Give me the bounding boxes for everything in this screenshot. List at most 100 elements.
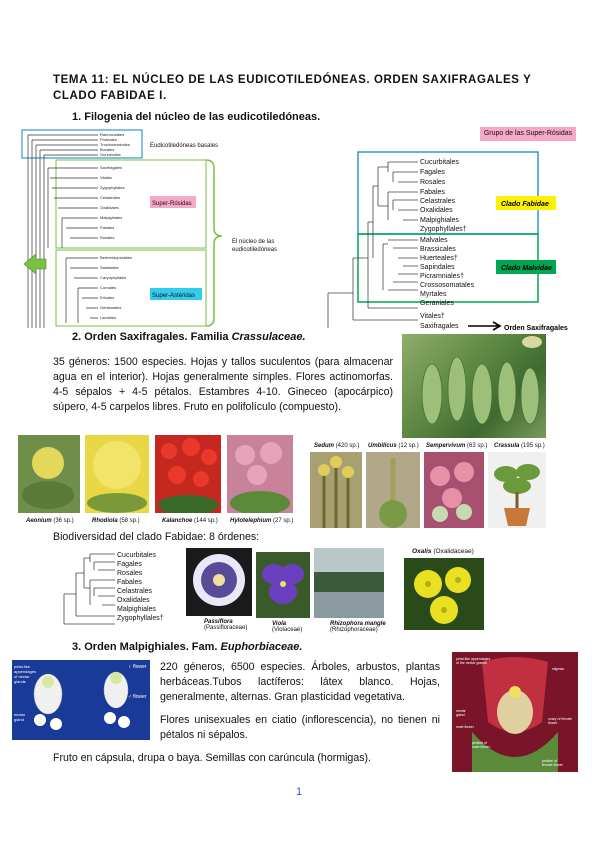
svg-text:Gunnerales: Gunnerales bbox=[100, 152, 121, 157]
caption-kalanchoe: Kalanchoe (144 sp.) bbox=[162, 518, 218, 524]
svg-text:Geraniales: Geraniales bbox=[420, 300, 454, 307]
svg-text:Berberidopsidales: Berberidopsidales bbox=[100, 255, 132, 260]
passiflora-photo bbox=[186, 548, 252, 616]
svg-text:Oxalidales: Oxalidales bbox=[420, 207, 453, 214]
caption-viola: Viola(Violaceae) bbox=[272, 621, 303, 633]
svg-text:Celastrales: Celastrales bbox=[100, 195, 120, 200]
viola-photo bbox=[256, 552, 310, 618]
svg-text:Sapindales: Sapindales bbox=[420, 264, 455, 271]
svg-text:gland: gland bbox=[456, 713, 465, 717]
svg-text:petal-like: petal-like bbox=[14, 664, 31, 669]
orden-saxifragales-label: Orden Saxifragales bbox=[504, 325, 568, 332]
euphorbiaceae-p1: 220 géneros, 6500 especies. Árboles, arb… bbox=[160, 661, 440, 703]
svg-text:Cucurbitales: Cucurbitales bbox=[420, 159, 459, 166]
svg-text:Fabales: Fabales bbox=[100, 225, 114, 230]
svg-text:Malpighiales: Malpighiales bbox=[420, 217, 459, 224]
label-super-rosidas: Super-Rósidas bbox=[152, 201, 192, 207]
svg-text:♀ flower: ♀ flower bbox=[128, 664, 147, 670]
kalanchoe-photo bbox=[155, 435, 221, 513]
svg-text:Rosales: Rosales bbox=[117, 570, 143, 577]
svg-text:Rosales: Rosales bbox=[420, 179, 446, 186]
svg-text:Proteales: Proteales bbox=[100, 137, 117, 142]
fabidae-biodiversity-line: Biodiversidad del clado Fabidae: 8 órden… bbox=[53, 531, 260, 543]
svg-text:Zygophyllales†: Zygophyllales† bbox=[117, 615, 164, 622]
svg-text:Gentianales: Gentianales bbox=[100, 305, 121, 310]
section-1-heading: 1. Filogenia del núcleo de las eudicotil… bbox=[72, 111, 321, 123]
svg-text:Saxifragales: Saxifragales bbox=[100, 165, 122, 170]
caption-aeonium: Aeonium (36 sp.) bbox=[26, 518, 74, 524]
svg-text:Fagales: Fagales bbox=[117, 561, 142, 568]
caption-sedum: Sedum (420 sp.) bbox=[314, 443, 360, 449]
svg-text:Cornales: Cornales bbox=[100, 285, 116, 290]
caption-crassula: Crassula (195 sp.) bbox=[494, 443, 545, 449]
left-phylogeny-tree: RanunculalesProtealesTrochodendralesBuxa… bbox=[21, 129, 223, 328]
svg-text:flower: flower bbox=[548, 721, 558, 725]
svg-text:Fabales: Fabales bbox=[420, 189, 445, 196]
caption-passiflora: Passiflora(Passifloraceae) bbox=[204, 619, 248, 631]
rhizophora-photo bbox=[314, 548, 384, 618]
svg-text:Brassicales: Brassicales bbox=[420, 246, 456, 253]
svg-text:Lamiales: Lamiales bbox=[100, 315, 116, 320]
umbilicus-photo bbox=[366, 452, 420, 528]
clado-fabidae-label: Clado Fabidae bbox=[501, 201, 549, 208]
svg-text:male flower: male flower bbox=[456, 725, 475, 729]
svg-text:♂ flower: ♂ flower bbox=[128, 694, 147, 700]
svg-text:Oxalidales: Oxalidales bbox=[100, 205, 119, 210]
aeonium-photo bbox=[18, 435, 80, 513]
svg-text:of the nectar glands: of the nectar glands bbox=[456, 661, 487, 665]
euphorbiaceae-p3: Fruto en cápsula, drupa o baya. Semillas… bbox=[53, 752, 371, 764]
label-super-asteridas: Super-Astéridas bbox=[152, 293, 195, 299]
caption-rhizophora: Rhizophora mangle(Rhizophoraceae) bbox=[330, 621, 386, 633]
page-number: 1 bbox=[296, 786, 303, 798]
caption-umbilicus: Umbilicus (12 sp.) bbox=[368, 443, 419, 449]
svg-text:Fabales: Fabales bbox=[117, 579, 142, 586]
super-rosidas-header: Grupo de las Super-Rósidas bbox=[480, 127, 576, 141]
crassulaceae-description: 35 géneros: 1500 especies. Hojas y tallo… bbox=[53, 356, 393, 413]
caption-oxalis: Oxalis (Oxalidaceae) bbox=[412, 548, 474, 555]
sempervivum-photo bbox=[424, 452, 484, 528]
svg-text:Malpighiales: Malpighiales bbox=[117, 606, 156, 613]
page-title: TEMA 11: EL NÚCLEO DE LAS EUDICOTILEDÓNE… bbox=[53, 74, 532, 102]
svg-text:pedicel of: pedicel of bbox=[472, 741, 487, 745]
svg-text:male flower: male flower bbox=[472, 745, 491, 749]
svg-text:nectar: nectar bbox=[456, 709, 467, 713]
svg-text:Ericales: Ericales bbox=[100, 295, 114, 300]
svg-text:Picramniales†: Picramniales† bbox=[420, 273, 464, 280]
caption-hylotelephium: Hylotelephium (27 sp.) bbox=[230, 518, 294, 524]
svg-text:ovary of female: ovary of female bbox=[548, 717, 572, 721]
svg-text:Cucurbitales: Cucurbitales bbox=[117, 552, 156, 559]
svg-text:Huerteales†: Huerteales† bbox=[420, 255, 458, 262]
svg-text:Caryophyllales: Caryophyllales bbox=[100, 275, 126, 280]
svg-text:Crossosomatales: Crossosomatales bbox=[420, 282, 475, 289]
clado-malvidae-label: Clado Malvidae bbox=[501, 265, 552, 272]
svg-text:Celastrales: Celastrales bbox=[420, 198, 456, 205]
svg-text:Buxales: Buxales bbox=[100, 147, 114, 152]
svg-text:Trochodendrales: Trochodendrales bbox=[100, 142, 130, 147]
svg-text:Malvales: Malvales bbox=[420, 237, 448, 244]
oxalis-photo bbox=[404, 558, 484, 630]
svg-text:pedicel of: pedicel of bbox=[542, 759, 557, 763]
svg-text:female flower: female flower bbox=[542, 763, 564, 767]
svg-text:Vitales†: Vitales† bbox=[420, 313, 445, 320]
svg-text:Oxalidales: Oxalidales bbox=[117, 597, 150, 604]
caption-sempervivum: Sempervivum (63 sp.) bbox=[426, 443, 488, 449]
svg-text:stigmas: stigmas bbox=[552, 667, 564, 671]
label-nucleo: El núcleo de las eudicotiledóneas bbox=[232, 239, 278, 253]
hylotelephium-photo bbox=[227, 435, 293, 513]
svg-text:Myrtales: Myrtales bbox=[420, 291, 447, 298]
svg-text:appendages: appendages bbox=[14, 669, 36, 674]
section-3-heading: 3. Orden Malpighiales. Fam. Euphorbiacea… bbox=[72, 641, 303, 653]
svg-text:of nectar: of nectar bbox=[14, 674, 30, 679]
right-phylogeny-tree: Cucurbitales Fagales Rosales Fabales Cel… bbox=[327, 151, 568, 332]
svg-text:Zygophyllales: Zygophyllales bbox=[100, 185, 124, 190]
svg-text:Malpighiales: Malpighiales bbox=[100, 215, 122, 220]
svg-text:glands: glands bbox=[14, 679, 26, 684]
svg-text:Santalales: Santalales bbox=[100, 265, 119, 270]
svg-text:Ranunculales: Ranunculales bbox=[100, 132, 124, 137]
crassulaceae-photo bbox=[402, 334, 546, 438]
svg-text:Rosales: Rosales bbox=[100, 235, 114, 240]
section-2-heading: 2. Orden Saxifragales. Familia Crassulac… bbox=[72, 331, 306, 343]
sedum-photo bbox=[310, 452, 362, 528]
label-basales: Eudicotiledóneas basales bbox=[150, 143, 218, 149]
